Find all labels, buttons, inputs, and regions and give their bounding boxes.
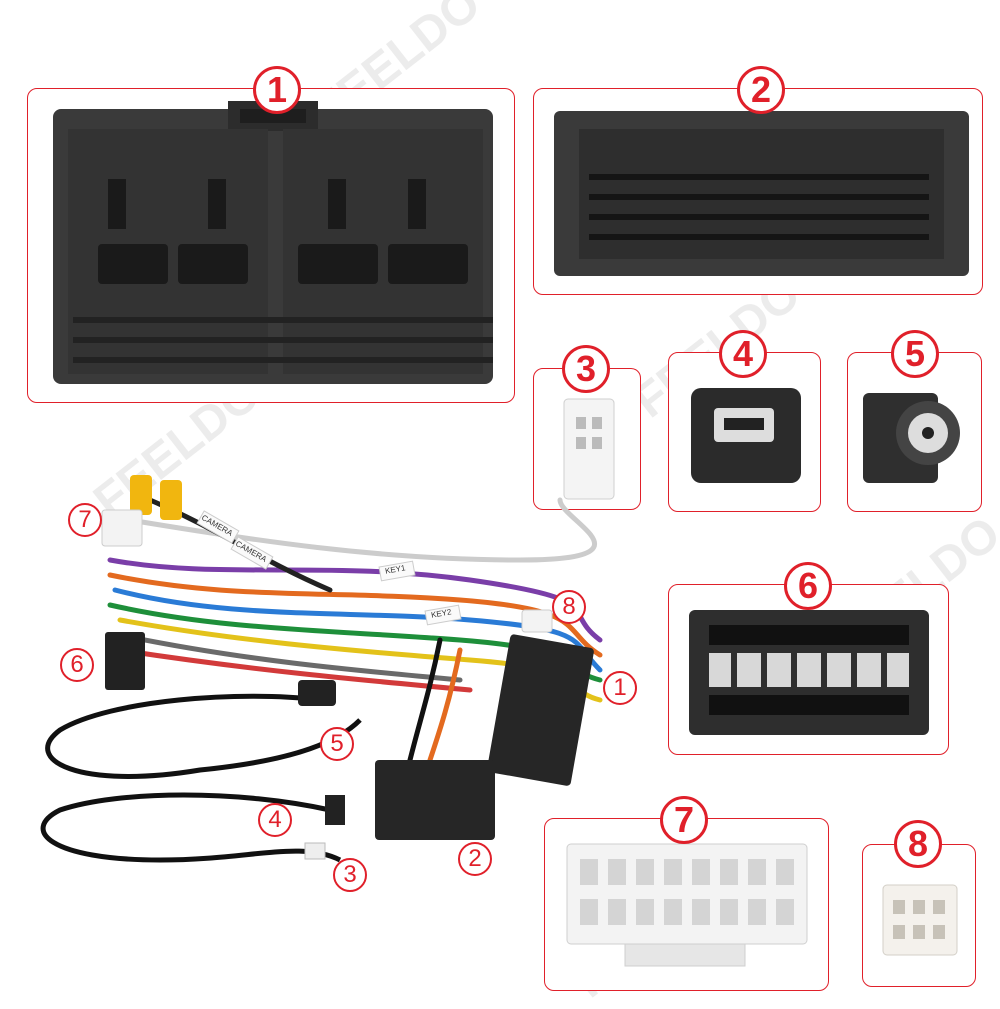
panel-number-badge-6: 6 bbox=[784, 562, 832, 610]
connector-panel-6 bbox=[668, 584, 949, 755]
panel-number-badge-8: 8 bbox=[894, 820, 942, 868]
harness-label-4: 4 bbox=[258, 803, 292, 837]
connector-6-image bbox=[689, 610, 929, 735]
harness-label-3: 3 bbox=[333, 858, 367, 892]
connector-panel-2 bbox=[533, 88, 983, 295]
panel-number-badge-4: 4 bbox=[719, 330, 767, 378]
panel-number-badge-7: 7 bbox=[660, 796, 708, 844]
harness-label-7: 7 bbox=[68, 503, 102, 537]
panel-number-badge-3: 3 bbox=[562, 345, 610, 393]
connector-5-image bbox=[863, 393, 960, 483]
panel-number-badge-5: 5 bbox=[891, 330, 939, 378]
connector-panel-5 bbox=[847, 352, 982, 512]
connector-1-image bbox=[53, 101, 493, 384]
wire-tag-camera: CAMERA bbox=[200, 513, 235, 538]
connector-panel-8 bbox=[862, 844, 976, 987]
harness-label-5: 5 bbox=[320, 727, 354, 761]
panel-number-badge-2: 2 bbox=[737, 66, 785, 114]
wire-tag-key2: KEY2 bbox=[430, 607, 453, 620]
wire-tag-camera: CAMERA bbox=[234, 539, 269, 564]
connector-panel-1 bbox=[27, 88, 515, 403]
connector-4-image bbox=[691, 388, 801, 483]
harness-label-2: 2 bbox=[458, 842, 492, 876]
panel-number-badge-1: 1 bbox=[253, 66, 301, 114]
harness-label-6: 6 bbox=[60, 648, 94, 682]
connector-panel-4 bbox=[668, 352, 821, 512]
wire-tag-key1: KEY1 bbox=[384, 563, 407, 576]
connector-2-image bbox=[554, 111, 969, 276]
connector-8-image bbox=[882, 884, 958, 956]
harness-label-8: 8 bbox=[552, 590, 586, 624]
connector-3-image bbox=[563, 398, 615, 500]
connector-7-image bbox=[566, 843, 808, 967]
harness-label-1: 1 bbox=[603, 671, 637, 705]
connector-panel-7 bbox=[544, 818, 829, 991]
